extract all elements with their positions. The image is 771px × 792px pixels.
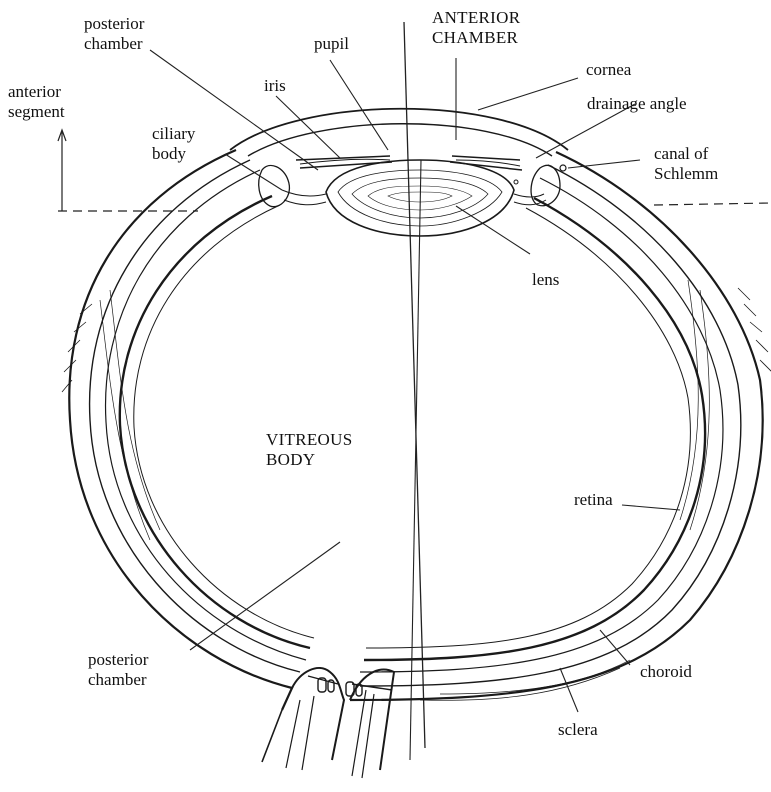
label-line: ANTERIOR [432,8,520,28]
posterior-chamber-top-label: posterior chamber [84,14,144,54]
optical-axis-lines [404,22,425,760]
label-line: posterior [84,14,144,34]
ciliary-body-label: ciliary body [152,124,195,164]
label-line: posterior [88,650,148,670]
label-line: chamber [84,34,144,54]
label-line: chamber [88,670,148,690]
label-line: CHAMBER [432,28,520,48]
label-line: canal of [654,144,718,164]
label-line: Schlemm [654,164,718,184]
pupil-label: pupil [314,34,349,54]
anterior-segment-arrow [58,130,66,211]
iris [296,156,522,170]
label-line: BODY [266,450,352,470]
retina-label: retina [574,490,613,510]
label-line: VITREOUS [266,430,352,450]
vitreous-body-label: VITREOUS BODY [266,430,352,470]
label-line: anterior [8,82,65,102]
cornea-label: cornea [586,60,631,80]
drainage-angle-label: drainage angle [587,94,687,114]
anterior-segment-label: anterior segment [8,82,65,122]
label-line: segment [8,102,65,122]
posterior-chamber-bottom-label: posterior chamber [88,650,148,690]
choroid-label: choroid [640,662,692,682]
sclera-label: sclera [558,720,598,740]
anterior-segment-boundary-line-right [654,203,771,205]
anterior-chamber-label: ANTERIOR CHAMBER [432,8,520,48]
cornea [230,109,568,156]
iris-label: iris [264,76,286,96]
lens-label: lens [532,270,559,290]
canal-of-schlemm-label: canal of Schlemm [654,144,718,184]
label-line: ciliary [152,124,195,144]
label-line: body [152,144,195,164]
